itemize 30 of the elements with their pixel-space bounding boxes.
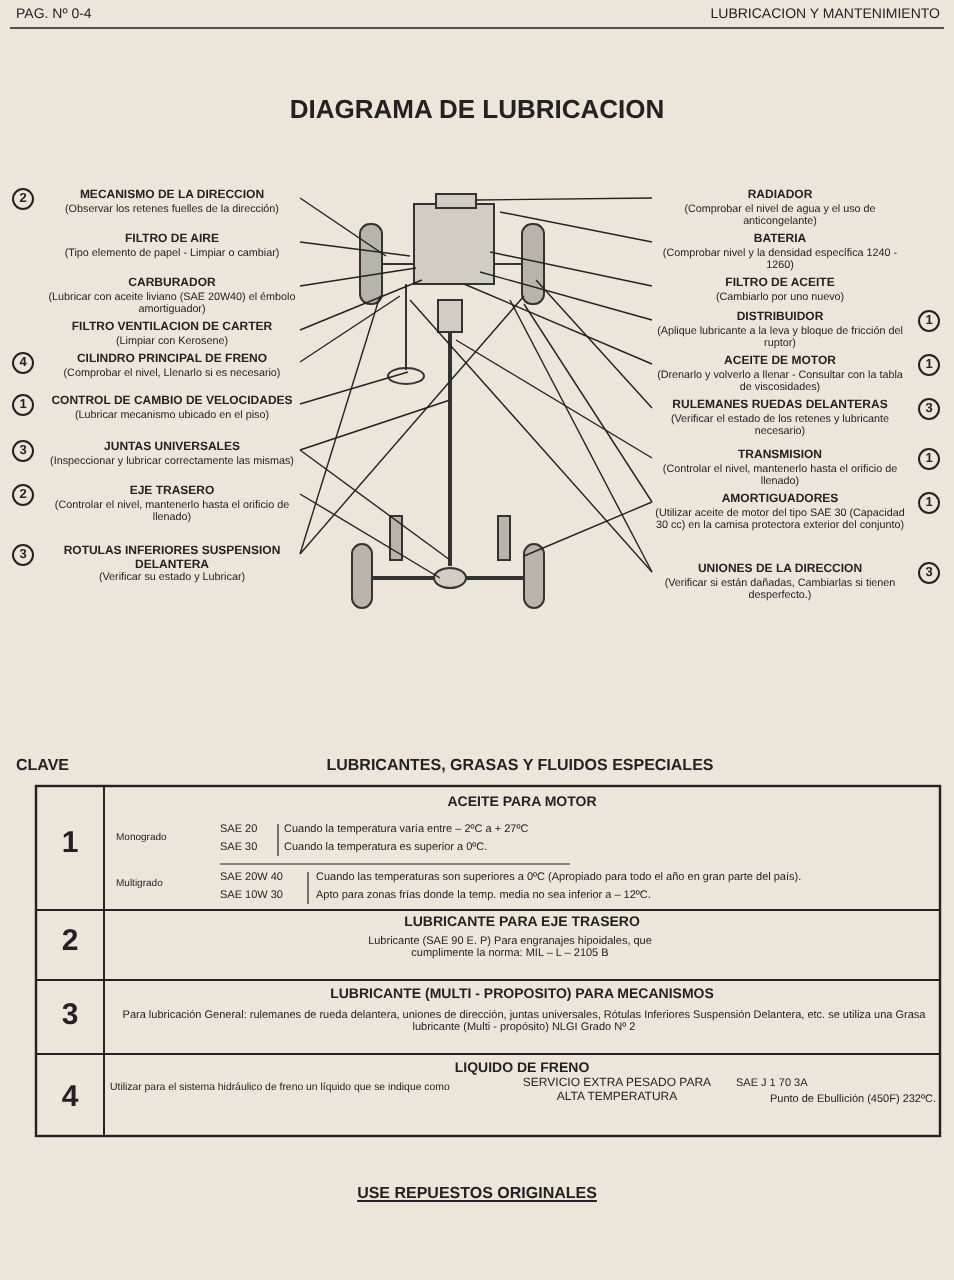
leader-line bbox=[299, 197, 387, 257]
leader-line bbox=[499, 211, 653, 243]
leader-line bbox=[509, 299, 653, 573]
leader-line bbox=[475, 197, 653, 201]
leader-line bbox=[455, 339, 653, 459]
leader-line bbox=[523, 303, 653, 503]
leader-line bbox=[299, 295, 401, 363]
leader-line bbox=[535, 279, 653, 409]
leader-line bbox=[299, 449, 451, 561]
footer-note: USE REPUESTOS ORIGINALES bbox=[355, 1184, 599, 1203]
leader-line bbox=[299, 279, 423, 331]
page-title: DIAGRAMA DE LUBRICACION bbox=[287, 96, 667, 126]
key-number: 4 bbox=[59, 1080, 81, 1115]
leader-line bbox=[523, 501, 653, 557]
leader-line bbox=[463, 283, 653, 365]
leader-line bbox=[479, 271, 653, 321]
leader-line bbox=[409, 299, 653, 573]
leader-line bbox=[299, 295, 381, 555]
leader-line bbox=[299, 241, 411, 257]
leader-line bbox=[299, 371, 409, 405]
table-heading: LUBRICANTES, GRASAS Y FLUIDOS ESPECIALES bbox=[324, 756, 716, 775]
key-heading: CLAVE bbox=[16, 756, 72, 775]
leader-line bbox=[299, 493, 441, 579]
leader-line bbox=[299, 295, 525, 555]
leader-line bbox=[489, 251, 653, 287]
leader-line bbox=[299, 399, 451, 451]
leader-line bbox=[299, 267, 417, 287]
key-number: 3 bbox=[59, 998, 81, 1033]
key-number: 2 bbox=[59, 924, 81, 959]
key-number: 1 bbox=[59, 826, 81, 861]
